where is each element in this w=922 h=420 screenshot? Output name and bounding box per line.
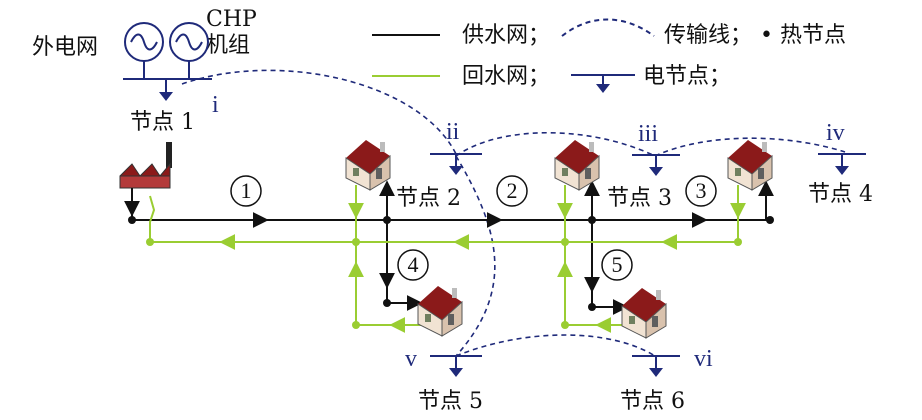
factory-icon (119, 142, 172, 189)
house-icon (621, 288, 667, 339)
house-icon (345, 140, 391, 191)
electric-nodes: ii iii iv v vi (405, 119, 866, 377)
pipe-3-label: 3 (696, 178, 707, 203)
generator-icon (124, 22, 209, 79)
house-icon (554, 140, 600, 191)
electric-node-iii: iii (638, 121, 658, 147)
external-grid-label: 外电网 (32, 35, 98, 60)
node-5-label: 节点 5 (418, 389, 483, 414)
pipe-4-label: 4 (408, 252, 419, 277)
chp-label-2: 机组 (206, 33, 250, 58)
energy-source: 外电网 CHP 机组 i 节点 1 (32, 7, 257, 135)
house-icon (727, 140, 773, 191)
supply-network (124, 180, 774, 315)
legend-heat-node: • 热节点 (760, 23, 846, 48)
pipe-1-label: 1 (241, 178, 252, 203)
house-icon (417, 286, 463, 337)
legend-transmission: 传输线； (664, 23, 752, 48)
legend-electric-node: 电节点； (643, 64, 731, 89)
node-2-label: 节点 2 (396, 186, 461, 211)
legend-supply: 供水网； (462, 23, 550, 48)
pipe-labels: 1 2 3 4 5 (230, 175, 717, 281)
node-6-label: 节点 6 (620, 389, 685, 414)
legend-return: 回水网； (462, 64, 550, 89)
electric-node-iv: iv (826, 120, 845, 146)
node-1-label: 节点 1 (130, 110, 195, 135)
electric-node-i: i (212, 92, 219, 118)
pipe-5-label: 5 (612, 252, 623, 277)
chp-label-1: CHP (206, 7, 257, 32)
return-network (146, 185, 746, 333)
node-4-label: 节点 4 (808, 182, 873, 207)
electric-node-ii: ii (446, 119, 460, 145)
pipe-2-label: 2 (507, 178, 518, 203)
legend: 供水网； 传输线； • 热节点 回水网； 电节点； (372, 18, 846, 93)
electric-node-v: v (405, 346, 417, 372)
transmission-lines (181, 69, 846, 357)
electric-node-vi: vi (694, 346, 713, 372)
node-3-label: 节点 3 (607, 186, 672, 211)
